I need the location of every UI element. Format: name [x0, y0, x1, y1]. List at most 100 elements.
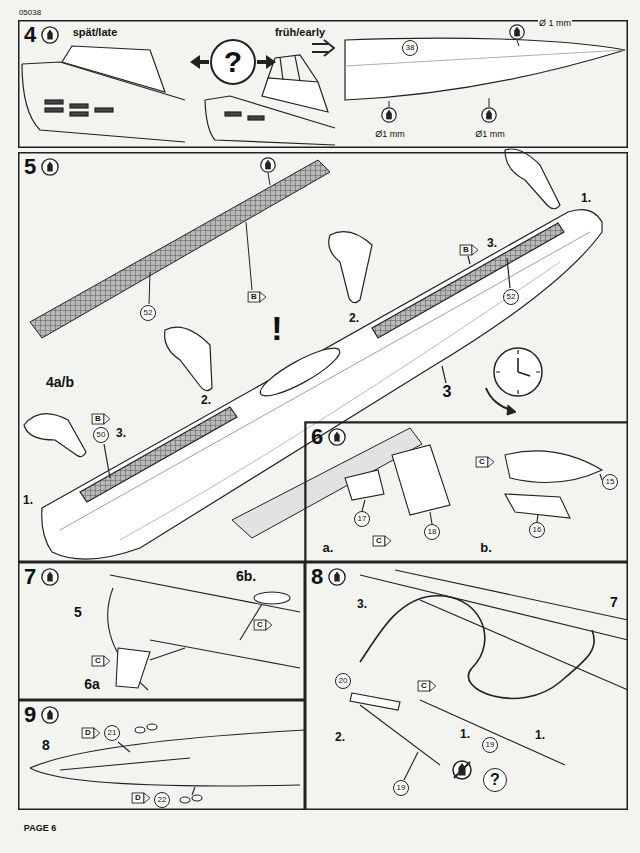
part-number: 18	[428, 528, 437, 536]
callout-label: 1.	[534, 729, 546, 741]
callout-label: Ø1 mm	[374, 130, 406, 139]
flag-marker	[373, 536, 385, 546]
bow-parts	[30, 768, 300, 786]
callout-label: 2.	[200, 394, 212, 406]
callout-label: 7	[609, 595, 619, 609]
callout-label: 3.	[356, 598, 368, 610]
callout-label: 3.	[486, 237, 498, 249]
question-mark: ?	[490, 772, 500, 788]
late-tower-view	[45, 108, 63, 112]
hull-part-38	[345, 50, 625, 66]
early-tower-view	[225, 112, 241, 116]
stern-fins	[254, 592, 290, 604]
flag-marker	[254, 620, 266, 630]
flag-letter: B	[462, 246, 470, 254]
flag-letter: C	[375, 537, 383, 545]
choice-arrows	[199, 60, 209, 64]
bow-parts	[30, 724, 305, 803]
fin-parts	[345, 470, 384, 500]
callout-label: Ø1 mm	[474, 130, 506, 139]
part-number-circle: 19	[393, 780, 409, 796]
stern-wires	[360, 596, 594, 699]
flag-marker	[104, 414, 110, 424]
glue-icon	[42, 569, 58, 585]
callout-label: 05038	[18, 9, 42, 17]
hull-part-38	[345, 38, 625, 100]
stern-wires	[420, 700, 565, 765]
glue-icon	[42, 707, 58, 723]
part-number: 21	[108, 729, 117, 737]
part-number: 52	[507, 293, 516, 301]
part-number: 52	[144, 309, 153, 317]
stern-wires	[454, 762, 470, 778]
fin-parts	[345, 445, 602, 524]
hull-part-38	[345, 38, 625, 100]
callout-label: 6b.	[235, 569, 257, 583]
drill-marks	[489, 98, 490, 107]
flag-letter: C	[478, 458, 486, 466]
part-number-circle: 21	[104, 725, 120, 741]
stern-wires	[360, 705, 440, 765]
hull-part-3	[60, 232, 590, 530]
callout-label: 3	[442, 384, 453, 400]
panel-outline	[19, 153, 628, 562]
flag-letter: B	[250, 293, 258, 301]
hull-part-3	[255, 341, 344, 404]
pressing-hands	[24, 149, 560, 457]
part-number-circle: 16	[529, 522, 545, 538]
callout-label: 2.	[348, 312, 360, 324]
flag-marker	[260, 292, 266, 302]
drying-clock	[507, 405, 516, 415]
callout-label: 1.	[22, 494, 34, 506]
stern-wires	[404, 752, 418, 780]
early-tower-view	[248, 116, 264, 120]
stern-fins	[150, 640, 300, 668]
callout-label: früh/early	[274, 27, 326, 38]
question-circle: ?	[483, 768, 507, 792]
step-number: 7	[24, 566, 36, 588]
fin-parts	[537, 474, 602, 522]
fin-parts	[392, 445, 450, 515]
part-number-circle: 50	[93, 427, 109, 443]
callout-label: 2.	[334, 731, 346, 743]
flag-marker	[385, 536, 391, 546]
flag-marker	[430, 681, 436, 691]
stern-wires	[420, 600, 628, 690]
drying-clock	[494, 348, 542, 396]
bow-parts	[60, 758, 190, 770]
callout-label: PAGE 6	[23, 824, 57, 833]
callout-label: 6a	[83, 677, 101, 691]
part-number-circle: 20	[335, 673, 351, 689]
part-number: 19	[397, 784, 406, 792]
callout-label: 8	[41, 738, 51, 752]
flag-letter: D	[84, 729, 92, 737]
flag-marker	[472, 245, 478, 255]
flag-letter: B	[94, 415, 102, 423]
flag-letter: C	[94, 657, 102, 665]
part-number: 19	[486, 741, 495, 749]
drill-marks	[482, 108, 496, 122]
part-number: 50	[97, 431, 106, 439]
stern-wires	[350, 693, 400, 710]
flag-marker	[418, 681, 430, 691]
callout-label: b.	[479, 541, 493, 554]
callout-label: 3.	[115, 427, 127, 439]
callout-label: 4a/b	[45, 375, 75, 389]
hull-part-3	[104, 256, 510, 478]
choice-arrows	[257, 60, 267, 64]
part-number-circle: 52	[140, 305, 156, 321]
pressing-hands	[24, 414, 86, 457]
step-number: 5	[24, 156, 36, 178]
glue-icon	[329, 569, 345, 585]
drill-marks	[382, 108, 396, 122]
flag-marker	[104, 656, 110, 666]
fin-parts	[505, 451, 602, 483]
deck-plate-inset	[261, 158, 275, 172]
flag-marker	[144, 793, 150, 803]
part-number-circle: 19	[482, 737, 498, 753]
bow-parts	[180, 797, 190, 803]
stern-wires	[350, 570, 628, 780]
deck-plate-inset	[268, 173, 270, 185]
callout-label: a.	[322, 541, 335, 554]
